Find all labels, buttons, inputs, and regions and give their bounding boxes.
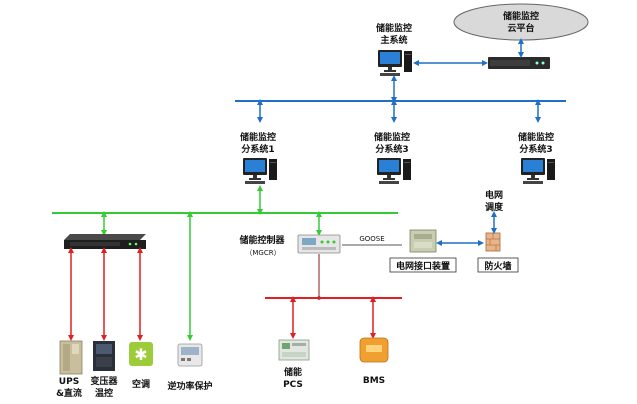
pcs-device-icon <box>278 339 310 361</box>
firewall-label: 防火墙 <box>484 260 511 272</box>
controller-label-1: 储能控制器 <box>239 234 285 246</box>
network-switch-icon <box>64 234 146 249</box>
diagram-shape <box>64 234 146 240</box>
svg-text:储能监控: 储能监控 <box>518 131 554 143</box>
main-computer-icon <box>378 50 412 76</box>
device-ups-label-2: &直流 <box>56 387 82 399</box>
pcs-label-2: PCS <box>283 380 303 390</box>
main-system-label-1: 储能监控 <box>376 22 412 34</box>
svg-text:储能监控: 储能监控 <box>374 131 410 143</box>
ups-cabinet-icon <box>59 340 83 375</box>
svg-text:分系统3: 分系统3 <box>519 143 552 155</box>
bms-device-icon <box>359 337 389 363</box>
bms-label: BMS <box>363 376 385 386</box>
grid-interface-label: 电网接口装置 <box>396 260 450 272</box>
subsystem-3-computer-icon <box>521 158 555 184</box>
firewall-box <box>477 257 519 273</box>
gateway-router-icon <box>488 57 550 69</box>
subsystem-1-computer-icon <box>243 158 277 184</box>
main-system: 储能监控 主系统 <box>376 22 412 76</box>
subsystem-3: 储能监控 分系统3 <box>518 131 555 184</box>
cloud-label-1: 储能监控 <box>503 10 539 22</box>
grid-interface-device-icon <box>409 229 437 253</box>
subsystem-2: 储能监控 分系统3 <box>374 131 411 184</box>
controller-label-2: （MGCR） <box>245 249 280 257</box>
subsystem-2-computer-icon <box>377 158 411 184</box>
grid-dispatch-label-2: 调度 <box>485 201 504 213</box>
grid-dispatch-label-1: 电网 <box>485 189 503 201</box>
grid-interface-box <box>389 257 457 273</box>
main-system-label-2: 主系统 <box>380 34 407 46</box>
svg-text:分系统3: 分系统3 <box>375 143 408 155</box>
reverse-power-protection-icon <box>177 343 203 367</box>
svg-text:✱: ✱ <box>134 345 147 364</box>
device-reverse-power-label: 逆功率保护 <box>167 380 212 392</box>
transformer-monitor-icon <box>93 341 115 371</box>
cloud-platform: 储能监控 云平台 <box>453 3 589 41</box>
svg-text:分系统1: 分系统1 <box>241 143 274 155</box>
subsystem-1: 储能监控 分系统1 <box>240 131 277 184</box>
device-transformer-label-1: 变压器 <box>90 375 118 387</box>
goose-label: GOOSE <box>359 235 384 243</box>
diagram-shape <box>453 3 589 41</box>
controller-device-icon <box>297 234 341 254</box>
svg-text:储能监控: 储能监控 <box>240 131 276 143</box>
air-conditioner-icon: ✱ <box>129 342 153 366</box>
device-transformer-label-2: 温控 <box>95 387 113 399</box>
pcs-label-1: 储能 <box>284 366 302 378</box>
cloud-label-2: 云平台 <box>507 22 534 34</box>
firewall-icon <box>485 232 501 252</box>
device-ups-label-1: UPS <box>59 377 79 387</box>
device-ac-label: 空调 <box>132 378 150 390</box>
